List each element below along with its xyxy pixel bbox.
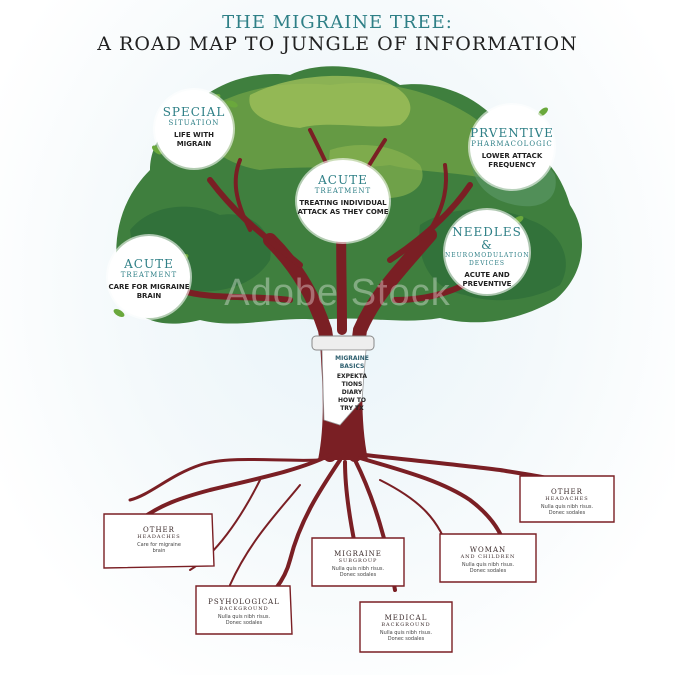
circle-body: ACUTE AND PREVENTIVE <box>445 271 529 289</box>
root-heading: OTHER <box>143 526 175 534</box>
root-body: Nulla quis nibh risus. Donec sodales <box>360 630 452 642</box>
circle-heading: SPECIAL <box>162 105 226 119</box>
root-body-line: Nulla quis nibh risus. <box>461 562 515 568</box>
root-body-line: Nulla quis nibh risus. <box>540 504 594 510</box>
trunk-body-line: TIONS <box>341 381 363 388</box>
root-body-line: Donec sodales <box>387 636 425 642</box>
circle-subheading: TREATMENT <box>314 187 372 195</box>
trunk-body-line: HOW TO <box>337 397 367 404</box>
circle-body-line: MIGRAIN <box>176 140 212 148</box>
circle-body: LOWER ATTACK FREQUENCY <box>470 152 554 170</box>
circle-heading: PRVENTIVE <box>470 126 554 140</box>
root-body: Nulla quis nibh risus. Donec sodales <box>520 504 614 516</box>
trunk-heading-line: MIGRAINE <box>335 355 369 362</box>
circle-body-line: LOWER ATTACK <box>481 152 543 160</box>
circle-body-line: FREQUENCY <box>488 161 536 169</box>
watermark-text: Adobe Stock <box>0 272 675 315</box>
root-medical-background: MEDICAL BACKGROUND Nulla quis nibh risus… <box>360 614 452 642</box>
circle-body: CARE FOR MIGRAINE BRAIN <box>108 283 190 301</box>
circle-body-line: TREATING INDIVIDUAL <box>299 199 387 207</box>
root-body-line: Donec sodales <box>225 620 263 626</box>
circle-special-situation: SPECIAL SITUATION LIFE WITH MIGRAIN <box>155 90 233 168</box>
circle-body-line: ACUTE AND <box>464 271 510 279</box>
watermark-label: Adobe Stock <box>224 272 451 314</box>
root-body-line: Nulla quis nibh risus. <box>331 566 385 572</box>
root-subheading: BACKGROUND <box>381 622 431 628</box>
root-migraine-subgroup: MIGRAINE SUBGROUP Nulla quis nibh risus.… <box>312 550 404 578</box>
trunk-body-line: EXPEKTA <box>336 373 368 380</box>
circle-acute-treatment-center: ACUTE TREATMENT TREATING INDIVIDUAL ATTA… <box>297 160 389 242</box>
circle-acute-treatment-left: ACUTE TREATMENT CARE FOR MIGRAINE BRAIN <box>108 236 190 318</box>
circle-body: TREATING INDIVIDUAL ATTACK AS THEY COME <box>297 199 389 217</box>
trunk-scroll <box>311 335 375 426</box>
circle-body: LIFE WITH MIGRAIN <box>155 131 233 149</box>
root-subheading: HEADACHES <box>545 496 589 502</box>
circle-body-line: LIFE WITH <box>173 131 215 139</box>
root-body: Nulla quis nibh risus. Donec sodales <box>196 614 292 626</box>
root-subheading: HEADACHES <box>137 534 181 540</box>
circle-heading: NEEDLES & <box>452 225 522 252</box>
root-body-line: Nulla quis nibh risus. <box>217 614 271 620</box>
root-frames <box>103 475 615 653</box>
root-body-line: Nulla quis nibh risus. <box>379 630 433 636</box>
root-body-line: brain <box>152 548 166 554</box>
diagram-title-line1: THE MIGRAINE TREE: <box>222 12 453 33</box>
trunk-body-line: TRY TX <box>340 405 364 412</box>
circle-needles-neuromodulation: NEEDLES & NEUROMODULATION DEVICES ACUTE … <box>445 210 529 294</box>
root-body-line: Donec sodales <box>339 572 377 578</box>
root-heading: MIGRAINE <box>334 550 382 558</box>
root-heading: WOMAN <box>469 546 507 554</box>
root-heading: OTHER <box>551 488 583 496</box>
circle-heading: ACUTE <box>318 173 368 187</box>
circle-subheading: SITUATION <box>168 119 220 127</box>
circle-body-line: ATTACK AS THEY COME <box>297 208 389 216</box>
root-woman-and-children: WOMAN AND CHILDREN Nulla quis nibh risus… <box>440 546 536 574</box>
circle-body-line: CARE FOR MIGRAINE <box>108 283 190 291</box>
trunk-heading: MIGRAINE BASICS <box>330 355 374 371</box>
circle-subheading: NEUROMODULATION DEVICES <box>445 252 530 267</box>
circle-preventive-pharmacologic: PRVENTIVE PHARMACOLOGIC LOWER ATTACK FRE… <box>470 105 554 189</box>
root-body-line: Donec sodales <box>469 568 507 574</box>
root-subheading: SUBGROUP <box>338 558 378 564</box>
circle-subheading: PHARMACOLOGIC <box>471 140 553 148</box>
root-subheading: AND CHILDREN <box>460 554 516 560</box>
circle-subheading: TREATMENT <box>120 271 178 279</box>
trunk-heading-line: BASICS <box>339 363 365 370</box>
diagram-title-line2: A ROAD MAP TO JUNGLE OF INFORMATION <box>97 33 578 55</box>
root-psychological-background: PSYHOLOGICAL BACKGROUND Nulla quis nibh … <box>196 598 292 626</box>
root-heading: PSYHOLOGICAL <box>208 598 280 606</box>
root-heading: MEDICAL <box>384 614 428 622</box>
circle-heading: ACUTE <box>124 257 174 271</box>
root-body-line: Donec sodales <box>548 510 586 516</box>
root-body: Care for migraine brain <box>104 542 214 554</box>
root-subheading: BACKGROUND <box>219 606 269 612</box>
root-body: Nulla quis nibh risus. Donec sodales <box>312 566 404 578</box>
circle-body-line: PREVENTIVE <box>462 280 512 288</box>
root-other-headaches-right: OTHER HEADACHES Nulla quis nibh risus. D… <box>520 488 614 516</box>
root-other-headaches-left: OTHER HEADACHES Care for migraine brain <box>104 526 214 554</box>
root-body-line: Care for migraine <box>137 542 181 548</box>
trunk-migraine-basics: MIGRAINE BASICS EXPEKTA TIONS DIARY HOW … <box>330 355 374 413</box>
trunk-body: EXPEKTA TIONS DIARY HOW TO TRY TX <box>330 373 374 413</box>
circle-body-line: BRAIN <box>136 292 162 300</box>
trunk-body-line: DIARY <box>341 389 363 396</box>
root-body: Nulla quis nibh risus. Donec sodales <box>440 562 536 574</box>
